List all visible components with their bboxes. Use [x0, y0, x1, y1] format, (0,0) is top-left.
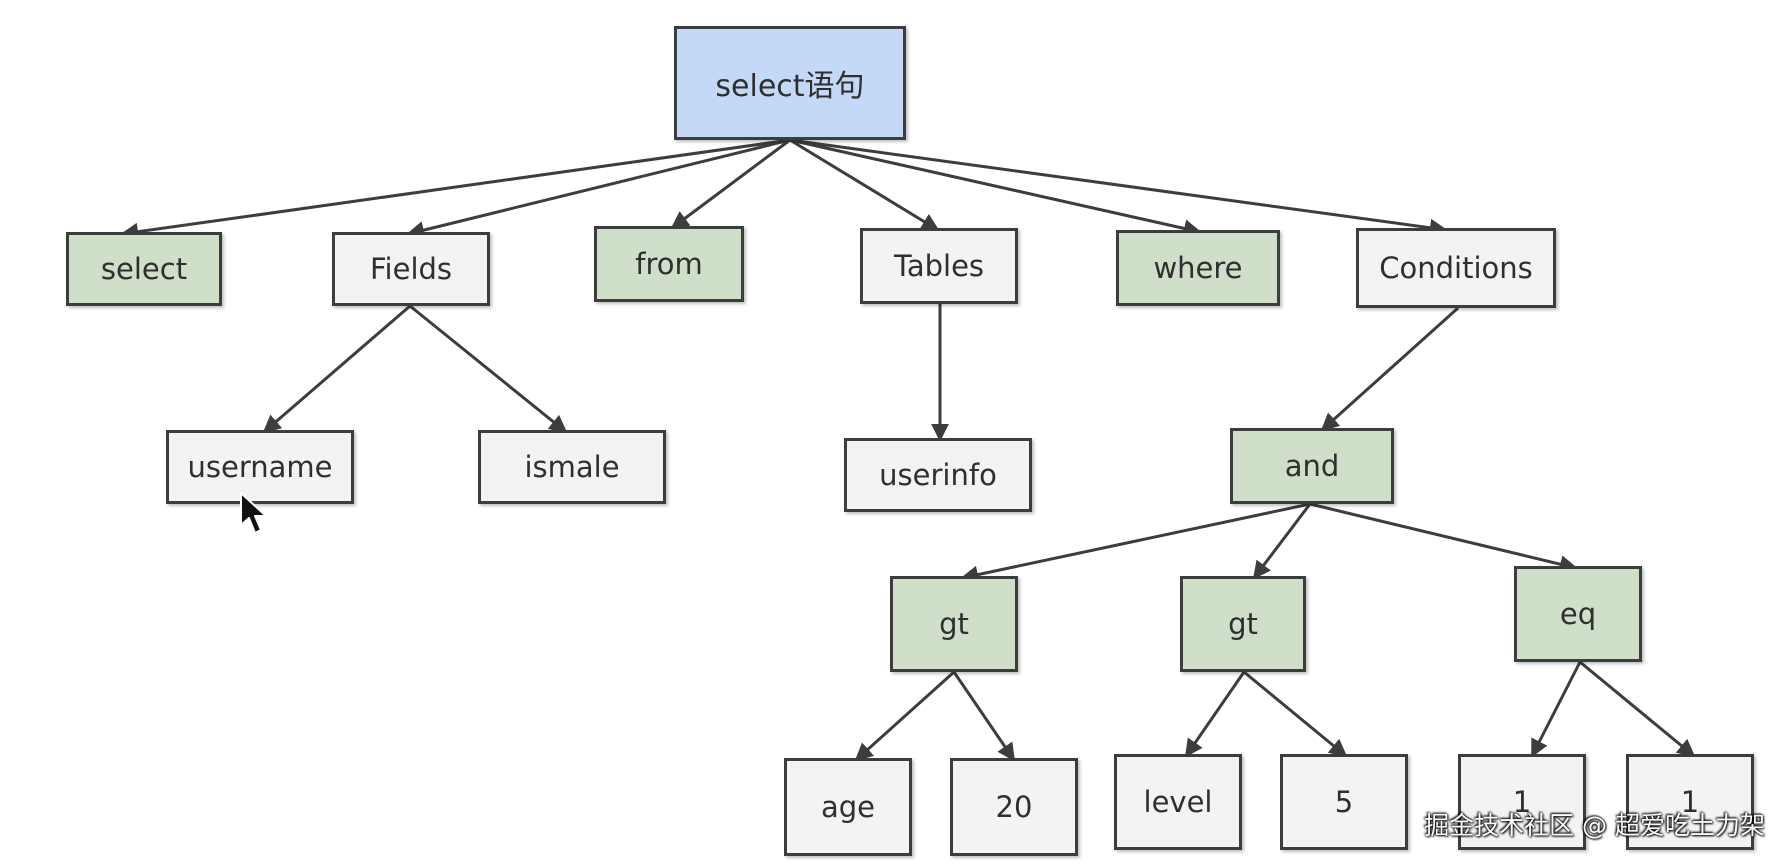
node-userinfo: userinfo — [844, 438, 1032, 512]
edge-root-tables — [789, 138, 940, 232]
watermark: 掘金技术社区 @ 超爱吃土力架 — [1424, 811, 1765, 840]
node-fields: Fields — [332, 232, 490, 306]
node-20: 20 — [950, 758, 1078, 856]
mouse-cursor-icon — [240, 492, 267, 534]
edge-eq-1-left — [1530, 661, 1582, 758]
edge-and-gt-age — [960, 502, 1311, 584]
node-1-left: 1 — [1458, 754, 1586, 850]
node-and: and — [1230, 428, 1394, 504]
edge-root-conditions — [789, 138, 1448, 237]
node-gt-level: gt — [1180, 576, 1306, 672]
edge-gt-age-age — [854, 670, 956, 762]
node-eq: eq — [1514, 566, 1642, 662]
edge-gt-level-level — [1184, 671, 1246, 758]
edge-fields-ismale — [409, 304, 568, 434]
edge-root-fields — [406, 138, 791, 239]
edge-root-select — [120, 138, 791, 241]
edge-and-eq — [1309, 502, 1578, 573]
edge-conditions-and — [1320, 306, 1460, 432]
node-select: select — [66, 232, 222, 306]
node-from: from — [594, 226, 744, 302]
edge-eq-1-right — [1579, 660, 1696, 758]
node-conditions: Conditions — [1356, 228, 1556, 308]
node-5: 5 — [1280, 754, 1408, 850]
node-root: select语句 — [674, 26, 906, 140]
edge-fields-username — [262, 304, 411, 434]
node-1-right: 1 — [1626, 754, 1754, 850]
node-where: where — [1116, 230, 1280, 306]
node-ismale: ismale — [478, 430, 666, 504]
edge-root-where — [789, 138, 1202, 238]
edge-root-from — [670, 138, 791, 230]
node-age: age — [784, 758, 912, 856]
edge-gt-level-5 — [1243, 670, 1348, 758]
edge-gt-age-20 — [952, 671, 1016, 762]
node-username: username — [166, 430, 354, 504]
edge-and-gt-level — [1252, 503, 1312, 580]
node-tables: Tables — [860, 228, 1018, 304]
node-level: level — [1114, 754, 1242, 850]
node-gt-age: gt — [890, 576, 1018, 672]
